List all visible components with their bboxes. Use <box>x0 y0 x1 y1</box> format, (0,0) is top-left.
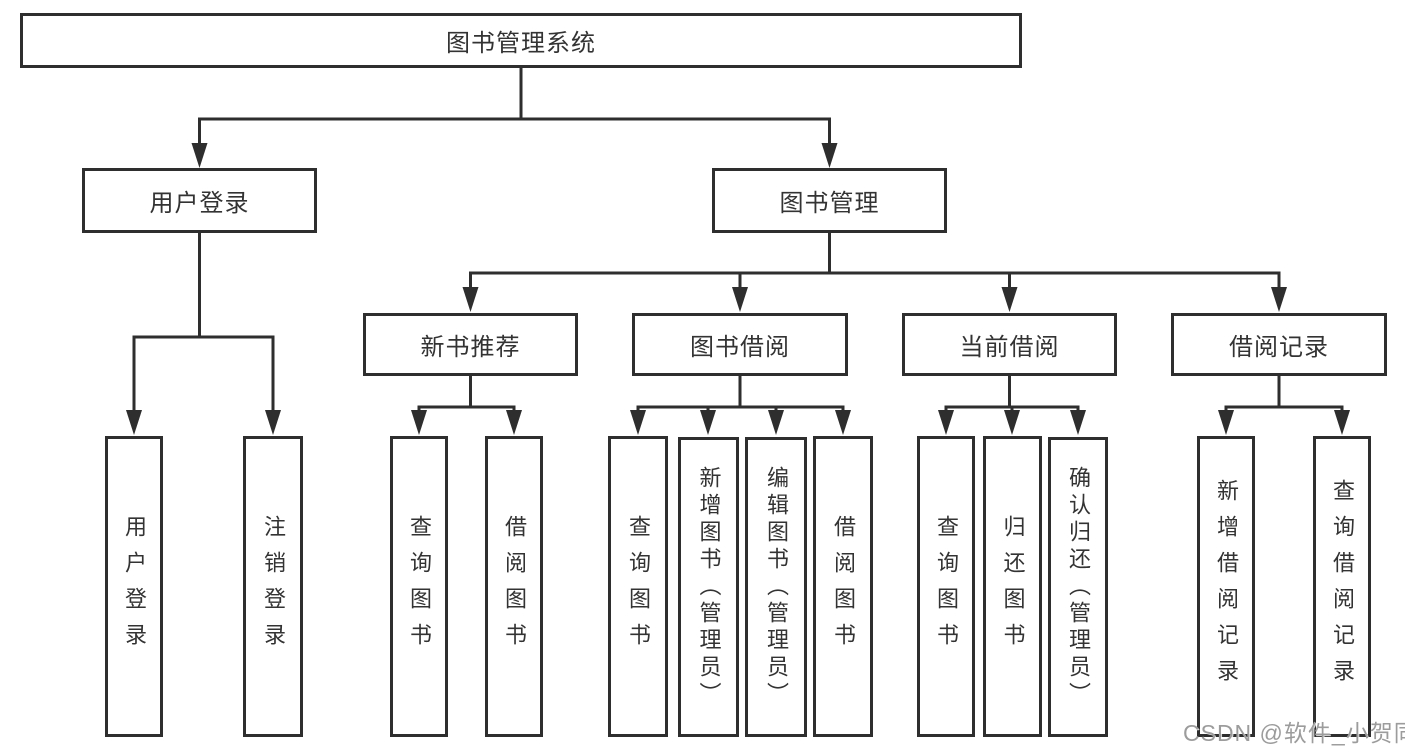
node-current-borrowing: 当前借阅 <box>902 313 1117 376</box>
node-label: 注销登录 <box>261 514 286 659</box>
node-label: 查询图书 <box>407 514 432 659</box>
node-label: 图书借阅 <box>690 334 790 361</box>
arrowheads <box>126 143 1350 435</box>
node-label: 确认归还（管理员） <box>1066 465 1091 709</box>
leaf-return-books: 归还图书 <box>983 436 1042 737</box>
node-label: 图书管理 <box>779 190 880 217</box>
node-label: 借阅图书 <box>831 514 856 659</box>
leaf-query-borrow-record: 查询借阅记录 <box>1313 436 1371 737</box>
node-label: 借阅图书 <box>502 514 527 659</box>
node-label: 编辑图书（管理员） <box>764 465 789 709</box>
node-label: 查询图书 <box>626 514 651 659</box>
node-label: 当前借阅 <box>959 334 1060 361</box>
node-borrowing-records: 借阅记录 <box>1171 313 1387 376</box>
leaf-user-login: 用户登录 <box>105 436 163 737</box>
leaf-confirm-return-admin: 确认归还（管理员） <box>1048 437 1108 737</box>
node-label: 图书管理系统 <box>446 30 596 57</box>
leaf-borrow-books-recommend: 借阅图书 <box>485 436 543 737</box>
node-book-management: 图书管理 <box>712 168 947 233</box>
node-label: 新增图书（管理员） <box>696 465 722 709</box>
node-label: 新增借阅记录 <box>1214 478 1239 695</box>
node-library-system: 图书管理系统 <box>20 13 1022 68</box>
leaf-query-books-recommend: 查询图书 <box>390 436 448 737</box>
node-user-login: 用户登录 <box>82 168 317 233</box>
leaf-query-books-current: 查询图书 <box>917 436 975 737</box>
leaf-add-books-admin: 新增图书（管理员） <box>678 437 739 737</box>
node-label: 新书推荐 <box>420 334 521 361</box>
watermark: CSDN @软件_小贺同学 <box>1183 720 1405 746</box>
node-label: 借阅记录 <box>1229 334 1329 361</box>
node-book-borrowing: 图书借阅 <box>632 313 848 376</box>
node-new-book-recommend: 新书推荐 <box>363 313 578 376</box>
node-label: 用户登录 <box>122 514 147 659</box>
leaf-add-borrow-record: 新增借阅记录 <box>1197 436 1255 737</box>
leaf-edit-books-admin: 编辑图书（管理员） <box>745 437 807 737</box>
leaf-borrow-books-borrowing: 借阅图书 <box>813 436 873 737</box>
node-label: 查询图书 <box>934 514 959 659</box>
node-label: 查询借阅记录 <box>1330 478 1355 695</box>
leaf-logout: 注销登录 <box>243 436 303 737</box>
node-label: 用户登录 <box>149 190 250 217</box>
node-label: 归还图书 <box>1000 514 1026 659</box>
leaf-query-books-borrowing: 查询图书 <box>608 436 668 737</box>
